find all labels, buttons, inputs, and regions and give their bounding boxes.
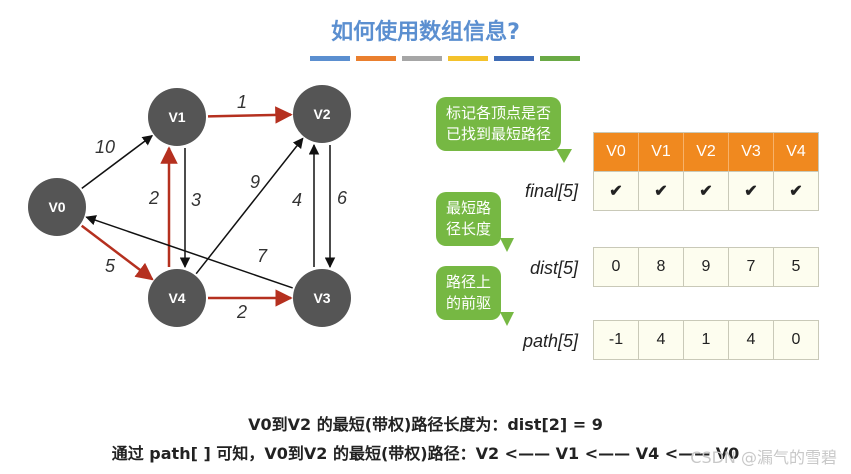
check-icon: ✔	[639, 172, 684, 210]
edge-weight-label: 6	[337, 188, 348, 208]
bubble-text-line: 标记各顶点是否	[446, 104, 552, 122]
vertex-v2	[293, 85, 351, 143]
bubble-text-line: 径长度	[446, 220, 492, 238]
color-strip-segment	[448, 56, 488, 61]
watermark: CSDN @漏气的雪碧	[690, 448, 837, 467]
dist-row-label: dist[5]	[529, 258, 578, 278]
result-line-2: 通过 path[ ] 可知，V0到V2 的最短(带权)路径：V2 <—— V1 …	[111, 444, 740, 463]
edge-weight-label: 7	[257, 246, 268, 266]
table-cell: -1	[594, 321, 639, 359]
vertex-v3	[293, 269, 351, 327]
color-strip	[310, 56, 580, 61]
dist-explanation-bubble: 最短路 径长度	[436, 192, 502, 246]
vertex-label: V0	[48, 199, 65, 215]
header-cell: V2	[684, 133, 729, 171]
table-cell: 0	[774, 321, 818, 359]
final-row: ✔ ✔ ✔ ✔ ✔	[593, 171, 819, 211]
vertex-label: V3	[313, 290, 330, 306]
table-cell: 7	[729, 248, 774, 286]
result-line-1: V0到V2 的最短(带权)路径长度为：dist[2] = 9	[248, 415, 603, 434]
edge-weight-label: 2	[148, 188, 159, 208]
path-row: -1 4 1 4 0	[593, 320, 819, 360]
edge-weight-label: 4	[292, 190, 302, 210]
table-cell: 0	[594, 248, 639, 286]
edge-weight-label: 5	[105, 256, 116, 276]
bubble-text-line: 最短路	[446, 199, 492, 217]
edge-v1-v2	[207, 106, 293, 124]
table-cell: 9	[684, 248, 729, 286]
bubble-tail	[556, 149, 572, 163]
header-cell: V0	[594, 133, 639, 171]
final-row-label: final[5]	[524, 181, 578, 201]
edge-weight-label: 2	[236, 302, 247, 322]
bubble-text-line: 路径上	[446, 273, 492, 291]
edge-weight-label: 1	[237, 92, 247, 112]
header-cell: V4	[774, 133, 818, 171]
edge-v0-v4	[80, 224, 154, 281]
check-icon: ✔	[774, 172, 818, 210]
color-strip-segment	[540, 56, 580, 61]
edge-v4-v2	[195, 137, 304, 275]
bubble-tail	[500, 238, 514, 252]
color-strip-segment	[356, 56, 396, 61]
final-explanation-bubble: 标记各顶点是否 已找到最短路径	[436, 97, 562, 151]
color-strip-segment	[494, 56, 534, 61]
table-cell: 8	[639, 248, 684, 286]
bubble-text-line: 的前驱	[446, 294, 492, 312]
vertex-label: V4	[168, 290, 185, 306]
path-row-label: path[5]	[522, 331, 578, 351]
table-cell: 1	[684, 321, 729, 359]
check-icon: ✔	[684, 172, 729, 210]
vertex-v1	[148, 88, 206, 146]
check-icon: ✔	[729, 172, 774, 210]
color-strip-segment	[402, 56, 442, 61]
table-cell: 5	[774, 248, 818, 286]
check-icon: ✔	[594, 172, 639, 210]
header-cell: V1	[639, 133, 684, 171]
table-header-row: V0 V1 V2 V3 V4	[593, 132, 819, 172]
table-cell: 4	[729, 321, 774, 359]
vertex-v0	[28, 178, 86, 236]
vertex-label: V1	[168, 109, 185, 125]
color-strip-segment	[310, 56, 350, 61]
edge-weight-label: 3	[191, 190, 201, 210]
edge-v3-v0	[85, 215, 293, 289]
vertex-label: V2	[313, 106, 330, 122]
edge-v0-v1	[81, 134, 154, 189]
header-cell: V3	[729, 133, 774, 171]
path-explanation-bubble: 路径上 的前驱	[436, 266, 502, 320]
dist-row: 0 8 9 7 5	[593, 247, 819, 287]
edge-weight-label: 9	[250, 172, 260, 192]
table-cell: 4	[639, 321, 684, 359]
bubble-tail	[500, 312, 514, 326]
bubble-text-line: 已找到最短路径	[446, 125, 552, 143]
page-title: 如何使用数组信息?	[331, 20, 520, 45]
vertex-v4	[148, 269, 206, 327]
edge-weight-label: 10	[95, 137, 115, 157]
